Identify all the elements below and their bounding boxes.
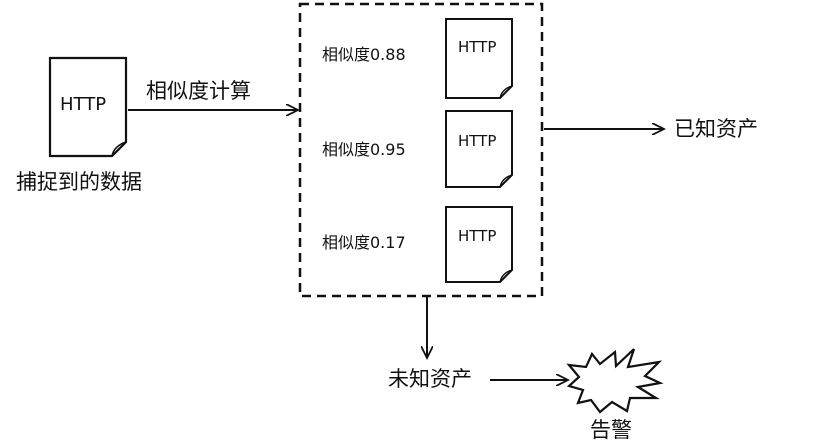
compute-arrow-label: 相似度计算 <box>146 79 251 103</box>
candidate-document-icon <box>445 206 513 283</box>
comparison-box <box>298 2 544 298</box>
explosion-icon <box>566 348 664 414</box>
source-document-label: HTTP <box>60 94 107 115</box>
similarity-label-2: 相似度0.95 <box>322 140 406 159</box>
source-document-icon <box>48 56 128 158</box>
candidate-document-label-3: HTTP <box>458 227 497 245</box>
candidate-document-label-2: HTTP <box>458 132 497 150</box>
alert-label: 告警 <box>590 418 632 442</box>
candidate-document-icon <box>445 110 513 188</box>
unknown-asset-label: 未知资产 <box>388 367 472 391</box>
source-document-caption: 捕捉到的数据 <box>16 170 142 194</box>
candidate-document-label-1: HTTP <box>458 38 497 56</box>
known-asset-label: 已知资产 <box>674 117 758 141</box>
candidate-document-icon <box>445 18 513 99</box>
similarity-label-3: 相似度0.17 <box>322 233 406 252</box>
similarity-label-1: 相似度0.88 <box>322 45 406 64</box>
